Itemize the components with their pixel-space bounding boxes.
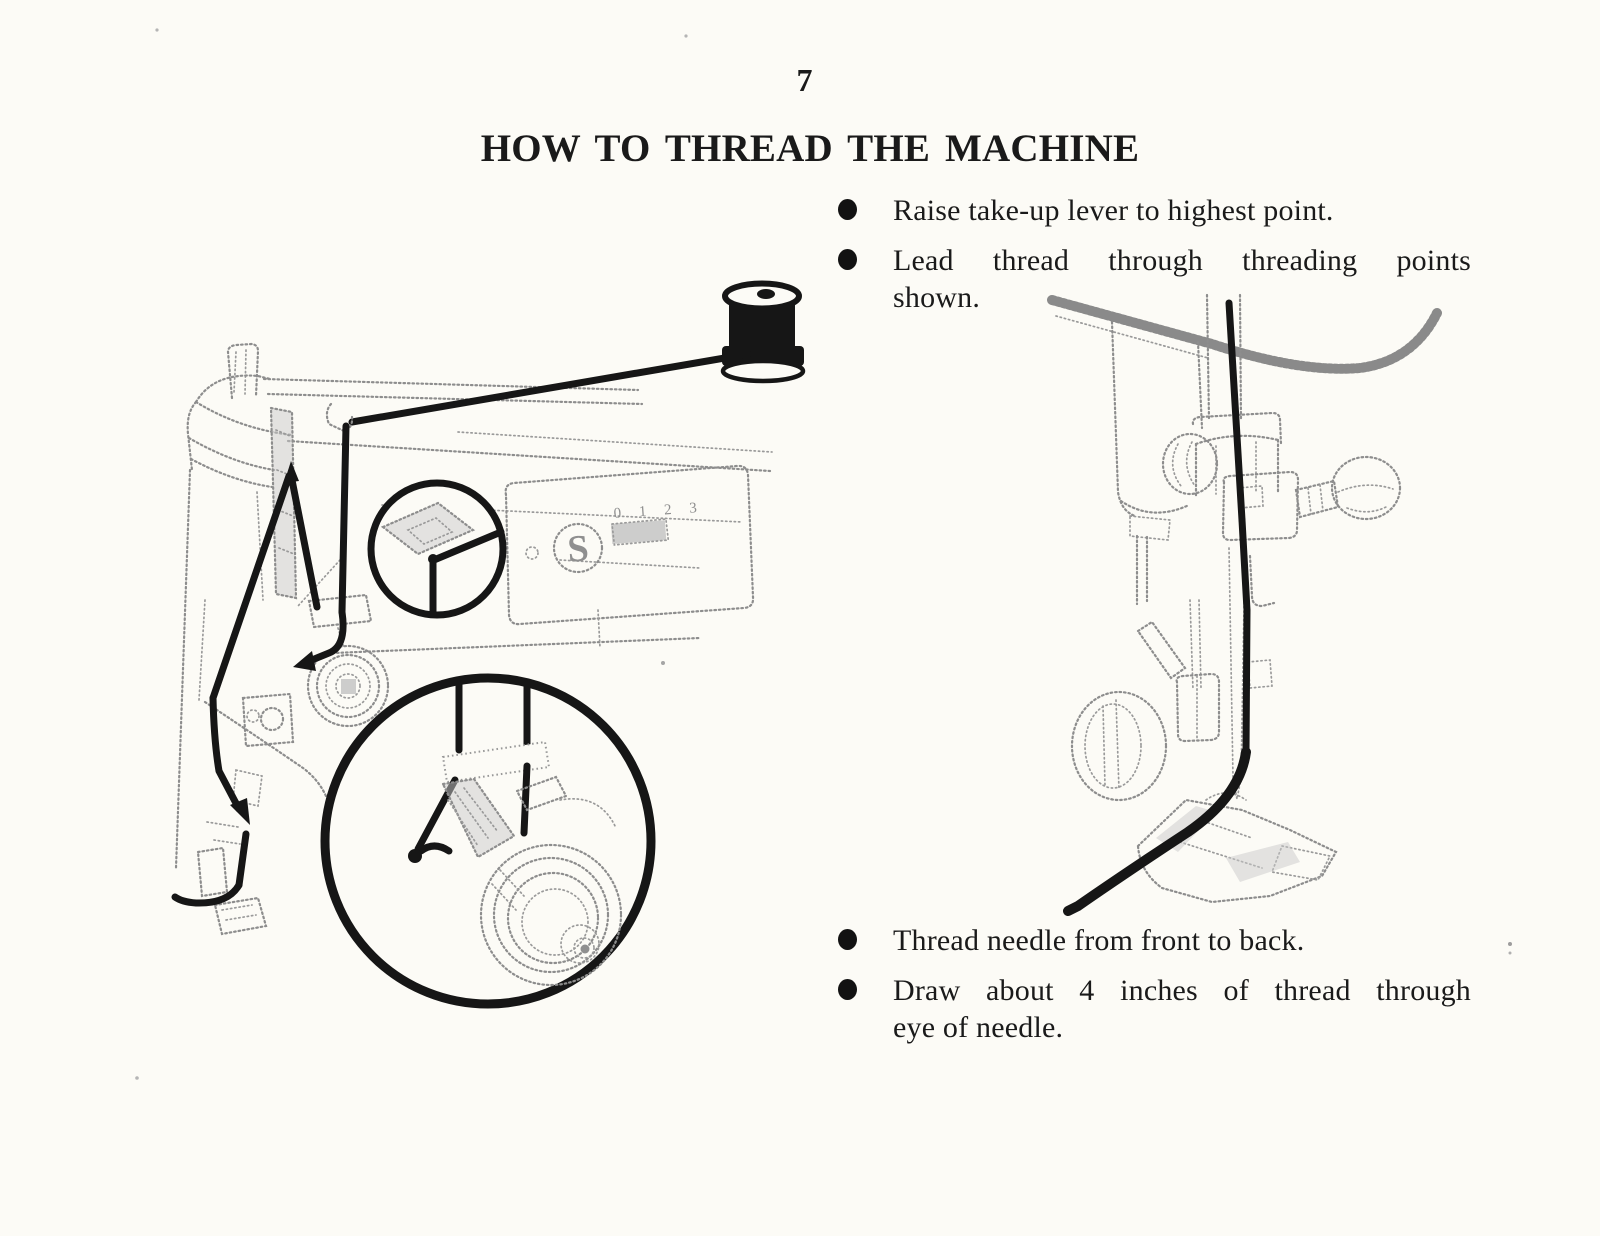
spool-pin bbox=[226, 342, 260, 400]
dial-shaded-bar bbox=[611, 520, 667, 544]
instruction-line: shown. bbox=[893, 281, 981, 314]
instruction-text: Draw about 4 inches of thread through ey… bbox=[893, 972, 1471, 1046]
bullet-icon bbox=[838, 199, 857, 220]
tension-knob-center bbox=[580, 944, 590, 954]
magnified-thread-right-lower bbox=[520, 762, 531, 837]
instruction-line: Lead thread through threading points bbox=[893, 244, 1471, 277]
list-item: Thread needle from front to back. bbox=[836, 922, 1496, 959]
thread-arrow-lower-guide bbox=[230, 798, 250, 825]
magnified-thread-arrow bbox=[408, 849, 422, 863]
dial-numbers: 0 1 2 3 bbox=[613, 500, 704, 522]
instruction-list-bottom: Thread needle from front to back. Draw a… bbox=[836, 922, 1496, 1059]
thread-path bbox=[171, 350, 752, 907]
instruction-text: Raise take-up lever to highest point. bbox=[893, 192, 1471, 229]
thread-tension-to-takeup bbox=[288, 476, 321, 611]
instruction-line: Raise take-up lever to highest point. bbox=[893, 194, 1334, 227]
thread-spool bbox=[720, 280, 806, 384]
instruction-text: Thread needle from front to back. bbox=[893, 922, 1471, 959]
spool-hole bbox=[757, 289, 775, 299]
take-up-slot bbox=[271, 408, 296, 598]
thread-tail bbox=[171, 881, 243, 907]
bullet-icon bbox=[838, 979, 857, 1000]
presser-foot bbox=[1136, 798, 1338, 904]
magnifier-guide-detail bbox=[367, 479, 507, 619]
arm-bottom-edge bbox=[1047, 295, 1442, 374]
presser-bar-housing bbox=[1110, 320, 1204, 691]
list-item: Lead thread through threading points sho… bbox=[836, 242, 1496, 316]
stitch-panel: S 0 1 2 3 bbox=[504, 464, 755, 649]
needle bbox=[1228, 547, 1246, 800]
thread-to-needle bbox=[235, 830, 250, 889]
magnifier-tension-detail bbox=[320, 673, 656, 1009]
tension-assembly bbox=[306, 593, 390, 728]
brand-logo-ring bbox=[552, 522, 604, 574]
presser-lifter-lever bbox=[1136, 620, 1187, 680]
bullet-icon bbox=[838, 249, 857, 270]
thread-guide-to-tension bbox=[338, 422, 350, 616]
clamp-thumb-screw bbox=[1330, 455, 1402, 521]
needle-bar-knob bbox=[1161, 432, 1219, 496]
instruction-list-top: Raise take-up lever to highest point. Le… bbox=[836, 192, 1496, 329]
page-title: HOW TO THREAD THE MACHINE bbox=[480, 127, 1140, 170]
list-item: Draw about 4 inches of thread through ey… bbox=[836, 972, 1496, 1046]
instruction-line: eye of needle. bbox=[893, 1011, 1064, 1044]
needle-clamp bbox=[1221, 470, 1300, 542]
thread-takeup-down bbox=[209, 472, 293, 702]
presser-foot-screw bbox=[1070, 690, 1168, 802]
page-number: 7 bbox=[796, 62, 814, 98]
instruction-line: Thread needle from front to back. bbox=[893, 924, 1305, 957]
thread-arrow-tension bbox=[293, 651, 316, 671]
instruction-text: Lead thread through threading points sho… bbox=[893, 242, 1471, 316]
brand-logo: S bbox=[566, 527, 590, 570]
thread-spool-to-guide bbox=[348, 350, 752, 426]
needle-thread bbox=[1063, 299, 1251, 916]
thread-upper bbox=[1225, 299, 1246, 524]
needle-area-illustration bbox=[1047, 293, 1442, 916]
list-item: Raise take-up lever to highest point. bbox=[836, 192, 1496, 229]
tension-dial-center bbox=[341, 679, 356, 694]
bullet-icon bbox=[838, 929, 857, 950]
instruction-line: Draw about 4 inches of thread through bbox=[893, 974, 1471, 1007]
machine-arm-illustration: S 0 1 2 3 bbox=[171, 280, 806, 1009]
needle-bar-assembly bbox=[1161, 293, 1402, 689]
scan-specks bbox=[135, 28, 1512, 1080]
thread-lower bbox=[1238, 516, 1251, 756]
thread-through-eye bbox=[1063, 747, 1251, 916]
magnified-thread-right bbox=[430, 528, 505, 564]
presser-foot-assembly bbox=[1070, 672, 1338, 904]
